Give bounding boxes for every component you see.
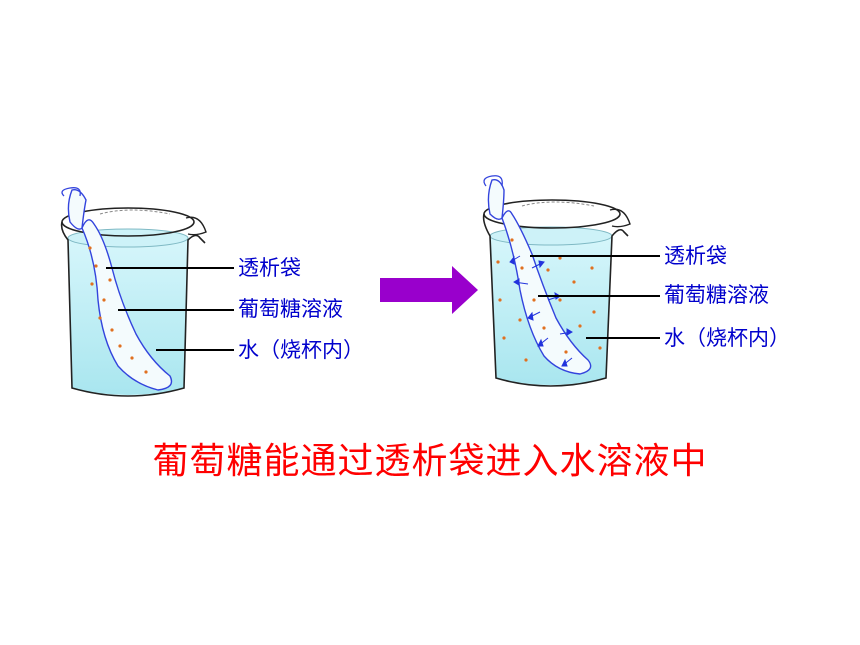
left-bag-tie [61,187,81,197]
left-rim-inner [99,209,171,215]
right-label-solution: 葡萄糖溶液 [664,283,769,307]
right-dialysis-bag [487,179,592,375]
left-beaker: 透析袋 葡萄糖溶液 水（烧杯内） [60,187,364,397]
right-glucose-dots [496,238,602,362]
right-beaker-glass [482,213,629,387]
left-beaker-rim [61,207,195,237]
left-dialysis-bag [67,189,173,391]
right-label-bag: 透析袋 [664,244,727,268]
left-beaker-spout [185,216,207,236]
right-rim-inner [521,201,595,207]
right-bag-tie [483,175,503,187]
right-beaker: 透析袋 葡萄糖溶液 水（烧杯内） [482,175,790,387]
diagram-caption: 葡萄糖能通过透析袋进入水溶液中 [152,441,708,482]
right-beaker-rim [483,199,621,229]
left-label-water: 水（烧杯内） [238,338,364,362]
purple-arrow-icon [380,266,478,314]
left-label-solution: 葡萄糖溶液 [238,297,343,321]
transition-arrow [380,266,478,314]
left-label-bag: 透析袋 [238,256,301,280]
right-label-water: 水（烧杯内） [664,326,790,350]
left-glucose-dots [88,246,148,374]
right-beaker-spout [609,208,631,228]
left-beaker-glass [60,221,206,397]
